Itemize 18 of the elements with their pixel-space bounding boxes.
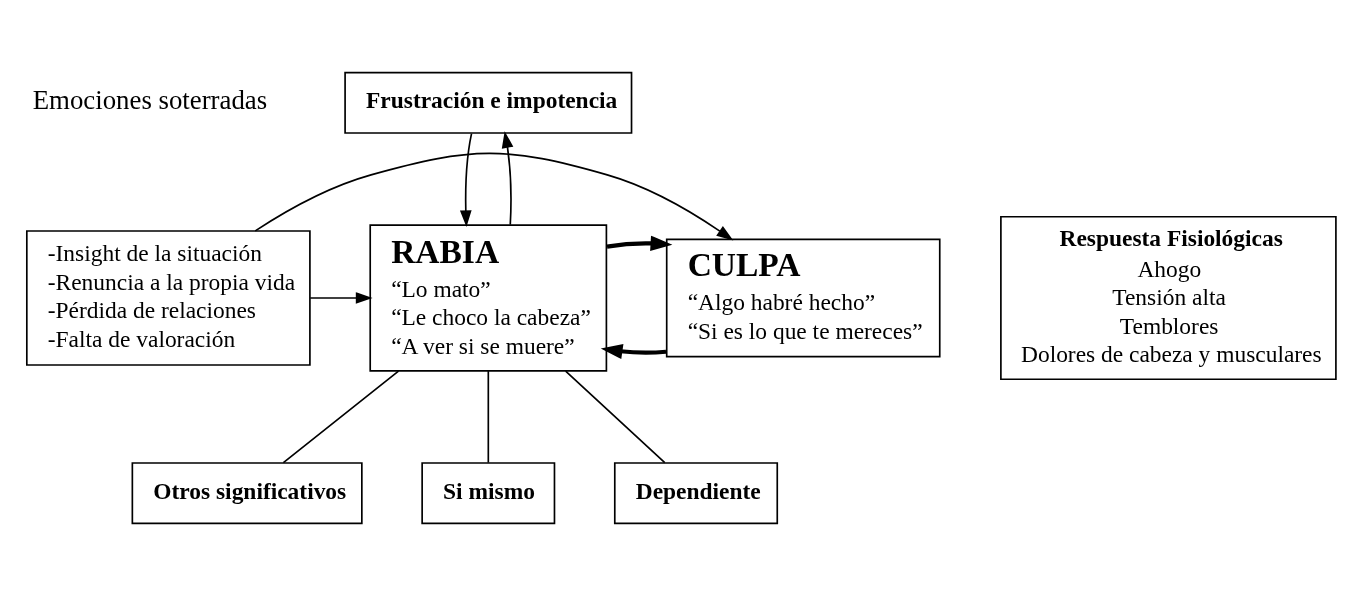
- arrow: [600, 343, 667, 360]
- connector: [564, 370, 666, 464]
- node-box: Otros significativos: [131, 462, 363, 525]
- node-box: Frustración e impotencia: [344, 71, 633, 134]
- arrow: [309, 292, 373, 304]
- node-box: Si mismo: [421, 462, 556, 525]
- node-box: RABIA “Lo mato” “Le choco la cabeza” “A ver si se muere”: [369, 224, 608, 372]
- arrow: [459, 132, 473, 228]
- connector: [282, 370, 400, 464]
- node-box: -Insight de la situación -Renuncia a la propia vida -Pérdida de relaciones -Falta de valoración: [26, 230, 311, 366]
- connector: [487, 370, 490, 464]
- arrow: [606, 235, 673, 251]
- node-box: CULPA “Algo habré hecho” “Si es lo que te mereces”: [665, 238, 941, 358]
- arrow: [501, 131, 514, 226]
- arrow: [254, 152, 734, 241]
- node-box: Dependiente: [613, 462, 779, 525]
- label: Emociones soterradas: [32, 85, 268, 116]
- node-box: Respuesta Fisiológicas Ahogo Tensión alta Temblores Dolores de cabeza y musculares: [1000, 215, 1337, 381]
